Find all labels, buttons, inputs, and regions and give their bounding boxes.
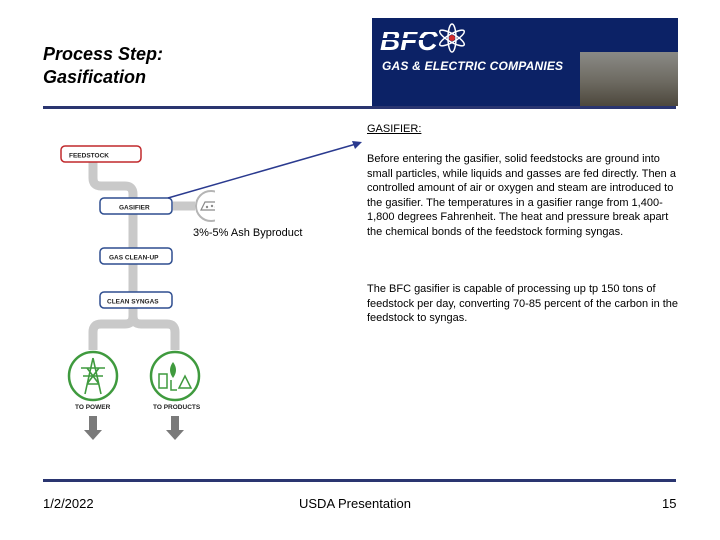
title-line-1: Process Step: xyxy=(43,44,164,64)
section-heading: GASIFIER: xyxy=(367,123,422,135)
output-label-power: TO POWER xyxy=(75,404,111,411)
step-label-gas-cleanup: GAS CLEAN-UP xyxy=(109,255,159,262)
power-tower-icon xyxy=(67,350,119,402)
output-arrows xyxy=(84,416,184,440)
footer-presentation-name: USDA Presentation xyxy=(299,496,412,511)
logo-subtitle: GAS & ELECTRIC COMPANIES xyxy=(382,59,564,73)
title-divider xyxy=(43,106,676,109)
ash-byproduct-icon xyxy=(195,190,215,222)
step-label-gasifier: GASIFIER xyxy=(119,205,150,212)
bfc-logo-mark: BFC xyxy=(378,23,466,56)
gasifier-description: Before entering the gasifier, solid feed… xyxy=(367,153,676,238)
step-label-clean-syngas: CLEAN SYNGAS xyxy=(107,299,159,306)
page-number: 15 xyxy=(662,496,677,511)
company-logo-banner: BFC GAS & ELECTRIC COMPANIES xyxy=(372,18,678,106)
step-clean-syngas: CLEAN SYNGAS xyxy=(99,291,173,309)
step-gas-cleanup: GAS CLEAN-UP xyxy=(99,247,173,265)
title-line-2: Gasification xyxy=(43,67,147,87)
output-label-products: TO PRODUCTS xyxy=(153,404,201,411)
step-feedstock: FEEDSTOCK xyxy=(60,145,142,163)
atom-icon xyxy=(438,23,466,53)
step-gasifier: GASIFIER xyxy=(99,197,173,215)
flow-pipes xyxy=(88,162,195,350)
step-label-feedstock: FEEDSTOCK xyxy=(69,153,109,160)
ash-byproduct-label: 3%-5% Ash Byproduct xyxy=(193,227,303,239)
products-icon xyxy=(149,350,201,402)
footer-date: 1/2/2022 xyxy=(43,496,94,511)
footer-divider xyxy=(43,479,676,482)
slide-title: Process Step: Gasification xyxy=(43,43,163,89)
capacity-description: The BFC gasifier is capable of processin… xyxy=(367,283,679,325)
logo-letters: BFC xyxy=(380,25,438,56)
plant-photo xyxy=(580,52,678,106)
process-flow-diagram: FEEDSTOCK GASIFIER GAS CLEAN-UP CLEAN SY… xyxy=(60,145,215,440)
